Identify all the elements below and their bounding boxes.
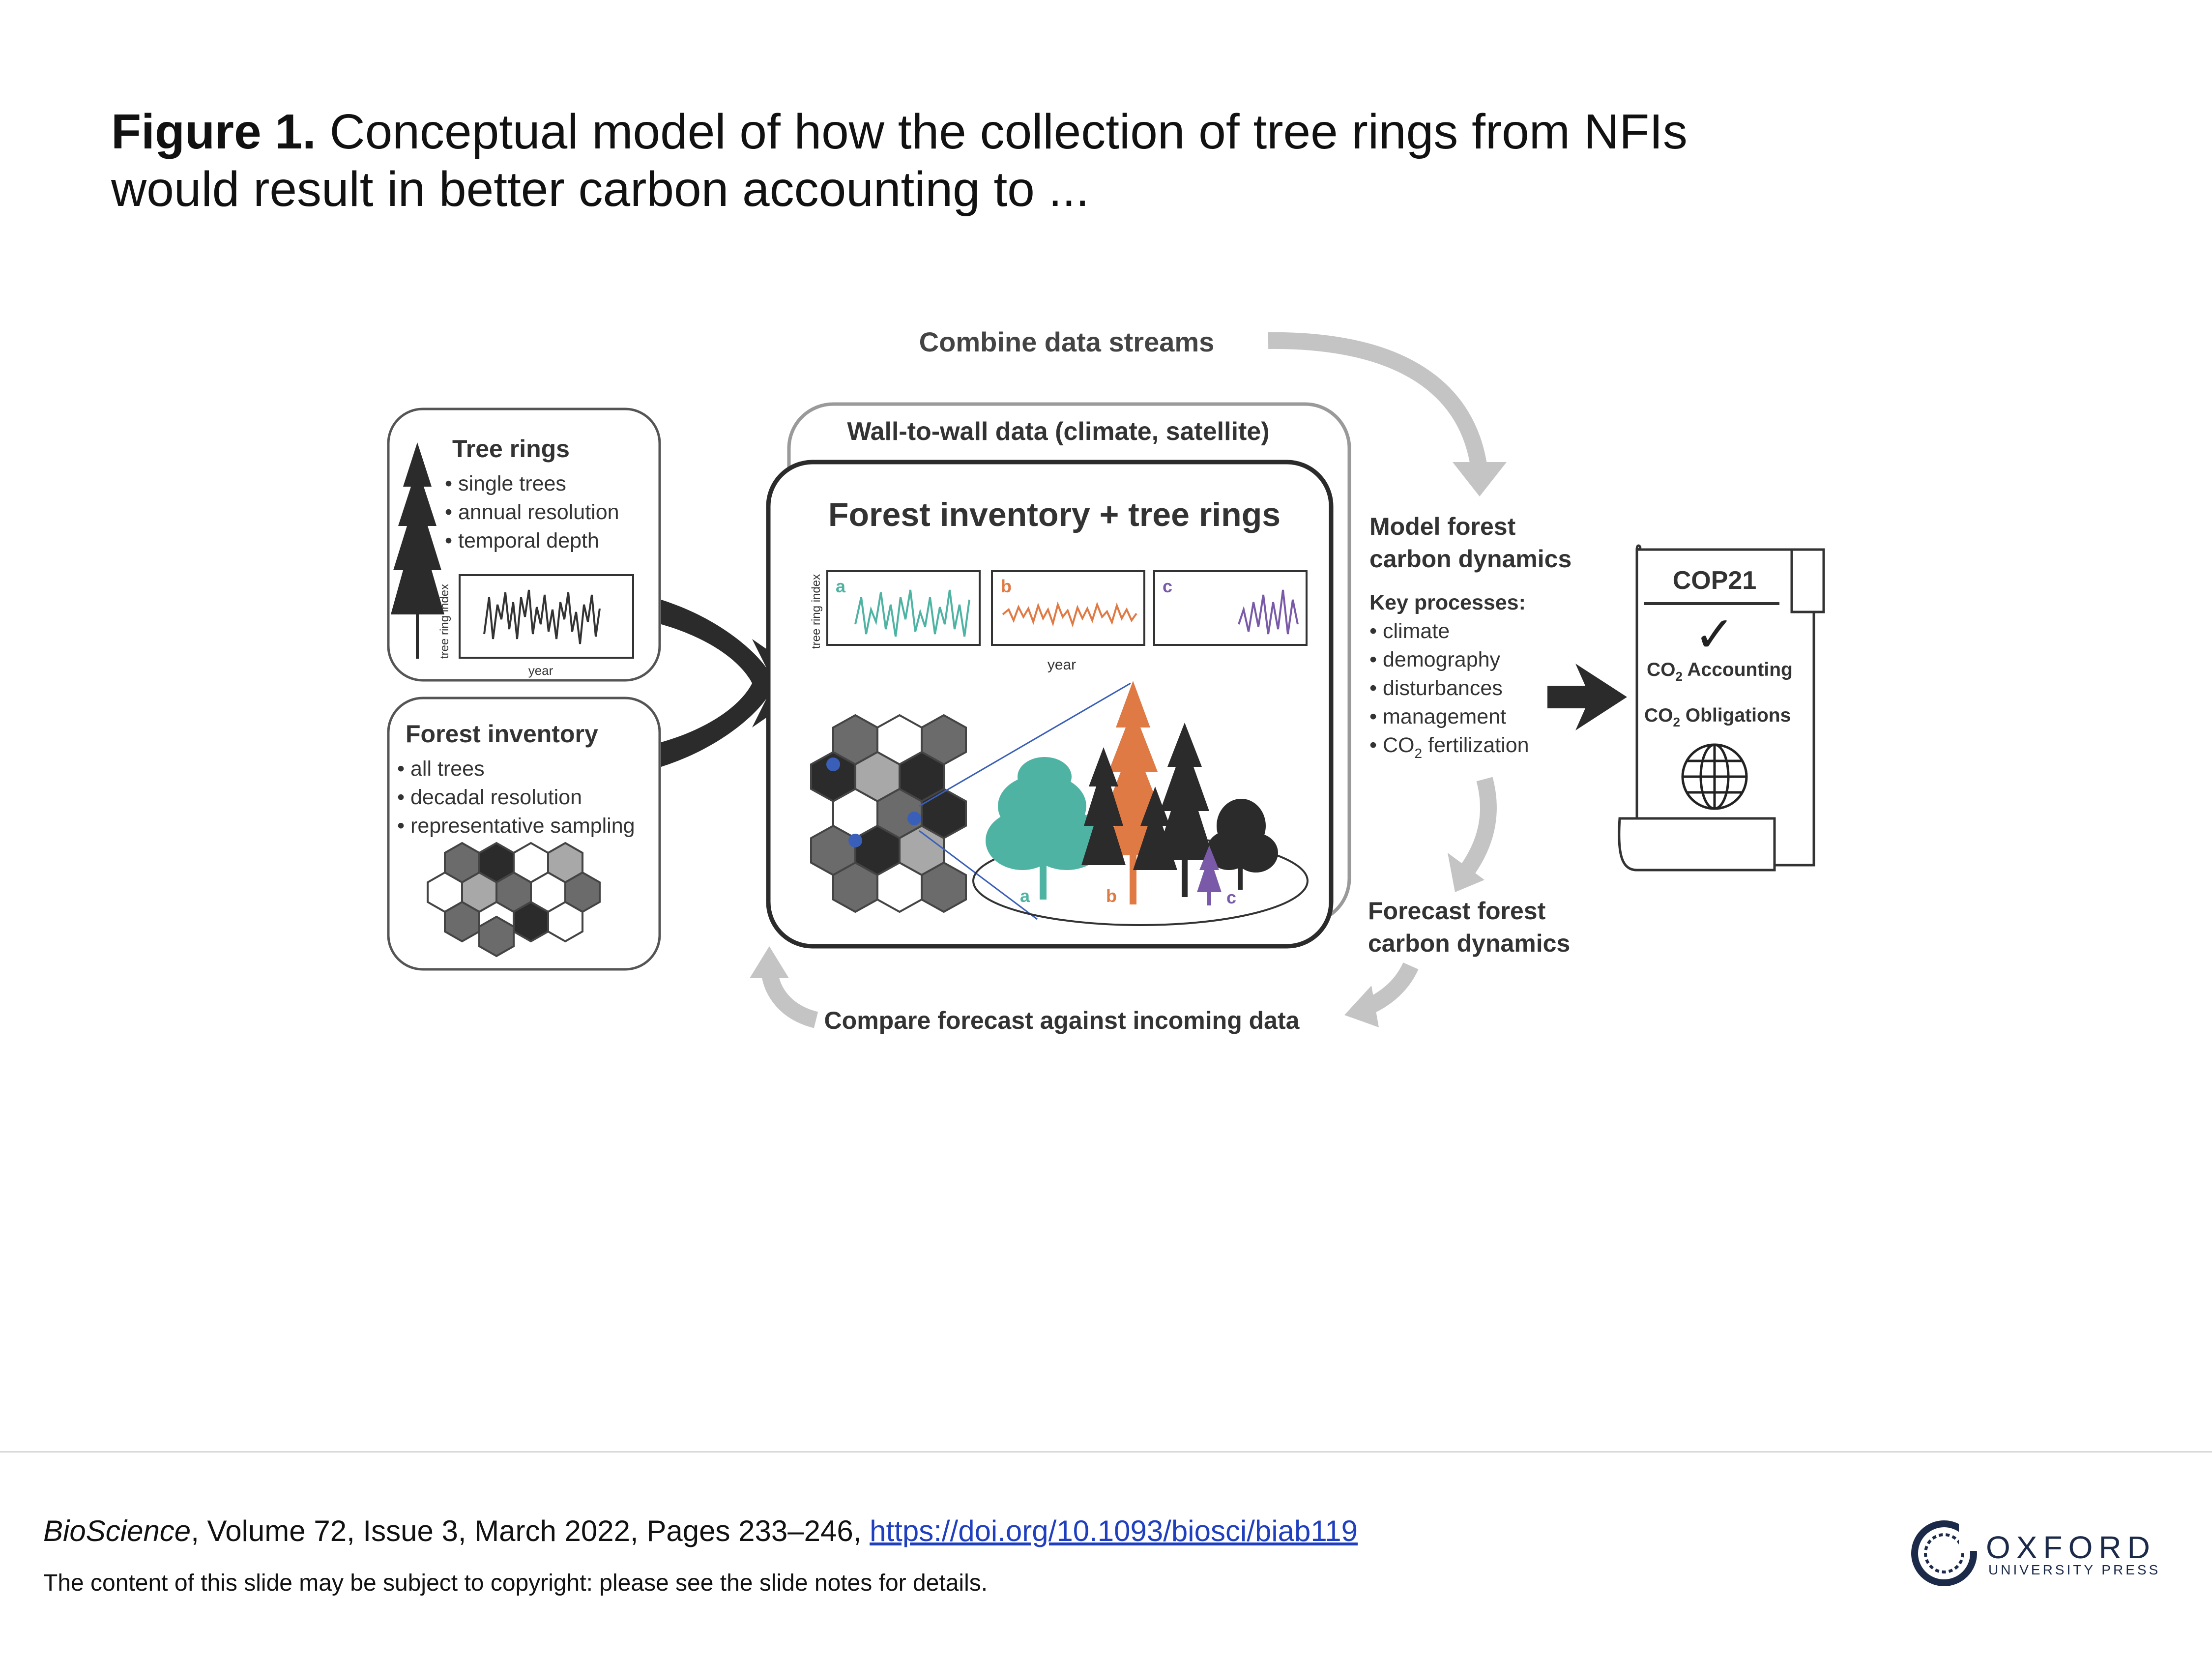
series-b-line bbox=[1002, 601, 1137, 628]
co2-subscript: 2 bbox=[1415, 746, 1423, 761]
key-process-management: • management bbox=[1369, 705, 1506, 728]
figure-caption: Figure 1. Conceptual model of how the co… bbox=[111, 103, 1782, 218]
zoom-line bbox=[919, 830, 1038, 920]
center-y-label: tree ring index bbox=[810, 574, 823, 649]
tree-rings-bullet-2: • annual resolution bbox=[445, 500, 619, 524]
forest-inventory-bullet-3: • representative sampling bbox=[397, 814, 635, 838]
globe-icon bbox=[1681, 743, 1748, 810]
oxford-wordmark: OXFORD bbox=[1986, 1530, 2156, 1565]
checkmark-icon: ✓ bbox=[1694, 606, 1735, 663]
figure-caption-text: Conceptual model of how the collection o… bbox=[111, 104, 1688, 217]
tree-rings-y-label: tree ring index bbox=[438, 584, 451, 659]
tree-rings-x-label: year bbox=[528, 663, 553, 678]
figure-label: Figure 1. bbox=[111, 104, 316, 159]
model-forecast-arrow bbox=[1460, 777, 1497, 875]
series-c-line bbox=[1238, 589, 1299, 635]
combine-arrow bbox=[1268, 332, 1488, 473]
tree-rings-series-line bbox=[483, 589, 601, 644]
plot-dot bbox=[907, 812, 921, 825]
footer-divider bbox=[0, 1451, 2212, 1453]
series-a-panel bbox=[826, 570, 981, 646]
sampling-hexagon-grid-small bbox=[427, 842, 601, 958]
tree-c-label: c bbox=[1226, 887, 1236, 907]
tree-rings-title: Tree rings bbox=[452, 435, 570, 463]
oxford-subtitle: UNIVERSITY PRESS bbox=[1988, 1562, 2160, 1577]
center-x-label: year bbox=[1048, 657, 1076, 673]
citation-details: , Volume 72, Issue 3, March 2022, Pages … bbox=[191, 1514, 870, 1547]
small-tree-c-icon bbox=[1197, 845, 1222, 905]
center-title: Forest inventory + tree rings bbox=[828, 496, 1281, 533]
co2-accounting-sub: 2 bbox=[1676, 669, 1683, 684]
series-b-label: b bbox=[1001, 576, 1012, 596]
cop21-title: COP21 bbox=[1673, 566, 1757, 595]
series-b-panel bbox=[991, 570, 1145, 646]
dark-conifers-icon bbox=[1081, 723, 1278, 897]
copyright-notice: The content of this slide may be subject… bbox=[43, 1570, 988, 1596]
key-process-climate: • climate bbox=[1369, 619, 1450, 643]
forest-inventory-bullet-1: • all trees bbox=[397, 757, 485, 781]
model-to-cop-arrow bbox=[1547, 664, 1627, 730]
model-title-line-1: Model forest bbox=[1369, 513, 1516, 540]
forecast-line-2: carbon dynamics bbox=[1368, 930, 1570, 957]
key-process-disturbances: • disturbances bbox=[1369, 676, 1503, 700]
series-a-line bbox=[854, 589, 970, 637]
forecast-line-1: Forecast forest bbox=[1368, 897, 1546, 925]
citation: BioScience, Volume 72, Issue 3, March 20… bbox=[43, 1514, 1358, 1548]
wall-to-wall-label: Wall-to-wall data (climate, satellite) bbox=[847, 417, 1269, 446]
zoom-line bbox=[919, 682, 1131, 807]
forest-inventory-bullet-2: • decadal resolution bbox=[397, 786, 582, 809]
sampling-hexagon-grid-large bbox=[810, 714, 967, 913]
tree-rings-bullet-3: • temporal depth bbox=[445, 529, 599, 553]
plot-dot bbox=[826, 757, 840, 771]
combine-arrowhead bbox=[1453, 462, 1507, 496]
co2-suffix: fertilization bbox=[1422, 733, 1529, 757]
plot-dot bbox=[848, 834, 862, 847]
key-process-demography: • demography bbox=[1369, 648, 1501, 671]
series-c-label: c bbox=[1163, 576, 1172, 596]
co2-obligations-prefix: CO bbox=[1644, 705, 1673, 726]
co2-obligations-sub: 2 bbox=[1673, 715, 1680, 729]
journal-name: BioScience bbox=[43, 1514, 191, 1547]
co2-accounting-suffix: Accounting bbox=[1683, 659, 1793, 680]
forecast-compare-arrowhead bbox=[1344, 986, 1379, 1027]
series-c-panel bbox=[1153, 570, 1308, 646]
conifer-silhouette-icon bbox=[391, 442, 444, 659]
key-process-co2-fertilization: • CO2 fertilization bbox=[1369, 733, 1529, 761]
model-forecast-arrowhead bbox=[1448, 853, 1484, 892]
compare-back-arrowhead bbox=[750, 946, 789, 978]
tree-b-label: b bbox=[1106, 886, 1117, 906]
tree-a-label: a bbox=[1020, 886, 1030, 906]
tree-rings-bullet-1: • single trees bbox=[445, 472, 566, 495]
co2-obligations-label: CO2 Obligations bbox=[1644, 705, 1791, 729]
doi-link[interactable]: https://doi.org/10.1093/biosci/biab119 bbox=[870, 1514, 1358, 1547]
co2-accounting-prefix: CO bbox=[1647, 659, 1676, 680]
cop21-scroll bbox=[1618, 544, 1825, 872]
series-a-label: a bbox=[836, 576, 846, 596]
co2-accounting-label: CO2 Accounting bbox=[1647, 659, 1793, 684]
compare-label: Compare forecast against incoming data bbox=[824, 1007, 1300, 1034]
co2-obligations-suffix: Obligations bbox=[1680, 705, 1791, 726]
oxford-logo-icon bbox=[1911, 1520, 1983, 1586]
combine-data-streams-label: Combine data streams bbox=[919, 326, 1215, 357]
compare-back-arrow bbox=[761, 969, 818, 1028]
model-title-line-2: carbon dynamics bbox=[1369, 545, 1572, 573]
key-processes-heading: Key processes: bbox=[1369, 591, 1526, 614]
co2-prefix: • CO bbox=[1369, 733, 1415, 757]
forest-inventory-title: Forest inventory bbox=[406, 720, 598, 748]
